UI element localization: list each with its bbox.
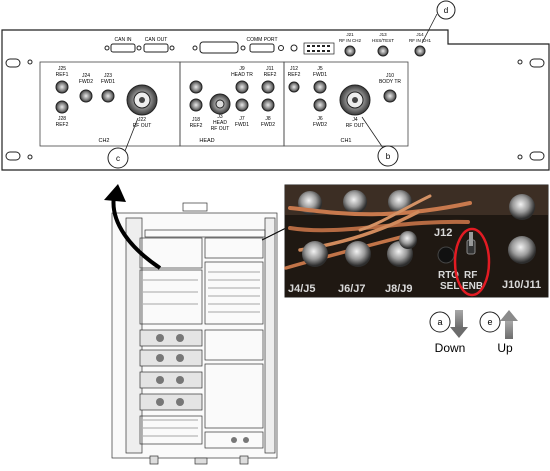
svg-text:J25: J25 bbox=[58, 66, 66, 72]
svg-text:J12: J12 bbox=[290, 66, 298, 72]
svg-text:J9: J9 bbox=[239, 66, 245, 72]
svg-text:J28: J28 bbox=[58, 116, 66, 122]
svg-text:HSS/TEST: HSS/TEST bbox=[372, 38, 394, 43]
svg-text:FWD1: FWD1 bbox=[235, 122, 249, 128]
svg-text:COMM PORT: COMM PORT bbox=[246, 37, 277, 43]
comm-port-connector: COMM PORT bbox=[246, 37, 298, 53]
svg-text:a: a bbox=[437, 317, 442, 327]
svg-text:REF2: REF2 bbox=[190, 123, 203, 129]
callout-d: d bbox=[421, 0, 456, 44]
svg-text:J14: J14 bbox=[416, 32, 424, 37]
callout-c: c bbox=[107, 117, 139, 169]
svg-text:J4: J4 bbox=[352, 117, 358, 123]
svg-text:J11: J11 bbox=[266, 66, 274, 72]
svg-text:RF OUT: RF OUT bbox=[211, 126, 230, 132]
svg-text:CAN OUT: CAN OUT bbox=[145, 37, 168, 43]
j14-connector: J14 RF IN CH1 bbox=[409, 32, 431, 57]
head-section: J18 REF2 J3 HEAD RF OUT J9 HEAD TR J7 FW… bbox=[189, 66, 275, 144]
j13-connector: J13 HSS/TEST bbox=[372, 32, 394, 57]
svg-text:RF IN CH1: RF IN CH1 bbox=[409, 38, 431, 43]
svg-text:e: e bbox=[487, 317, 492, 327]
svg-text:J21: J21 bbox=[346, 32, 354, 37]
led-array bbox=[303, 42, 335, 55]
up-label: Up bbox=[497, 341, 513, 355]
svg-text:J24: J24 bbox=[82, 73, 90, 79]
svg-text:RTO: RTO bbox=[438, 270, 459, 281]
svg-text:J5: J5 bbox=[317, 66, 323, 72]
ch1-section: J11 REF2 J12 REF2 J5 FWD1 J6 FWD2 J4 RF … bbox=[264, 66, 402, 144]
svg-text:J18: J18 bbox=[192, 117, 200, 123]
svg-text:J4/J5: J4/J5 bbox=[288, 283, 316, 295]
svg-text:J10/J11: J10/J11 bbox=[502, 279, 541, 291]
svg-text:HEAD: HEAD bbox=[213, 120, 227, 126]
svg-text:J7: J7 bbox=[239, 116, 245, 122]
svg-text:REF2: REF2 bbox=[264, 72, 277, 78]
svg-text:FWD2: FWD2 bbox=[313, 122, 327, 128]
svg-text:REF1: REF1 bbox=[56, 72, 69, 78]
svg-text:J3: J3 bbox=[217, 114, 223, 120]
svg-text:FWD1: FWD1 bbox=[313, 72, 327, 78]
down-indicator: a Down bbox=[429, 310, 468, 355]
photo-inset: J4/J5 J6/J7 J8/J9 J10/J11 J12 RTO SEL RF… bbox=[284, 184, 549, 298]
cabinet-drawing bbox=[111, 202, 278, 465]
db25-connector bbox=[192, 41, 246, 54]
svg-text:FWD2: FWD2 bbox=[79, 79, 93, 85]
callout-b: b bbox=[361, 116, 399, 167]
svg-text:J8: J8 bbox=[265, 116, 271, 122]
svg-text:REF2: REF2 bbox=[288, 72, 301, 78]
svg-text:J22: J22 bbox=[138, 117, 146, 123]
rf-enable-highlight bbox=[453, 227, 491, 297]
svg-text:c: c bbox=[116, 154, 120, 163]
svg-text:J6/J7: J6/J7 bbox=[338, 283, 366, 295]
rear-panel: CAN IN CAN OUT COMM PORT J21 bbox=[1, 29, 550, 171]
svg-text:CAN IN: CAN IN bbox=[115, 37, 132, 43]
ch2-label: CH2 bbox=[98, 138, 109, 144]
svg-text:J23: J23 bbox=[104, 73, 112, 79]
svg-text:J6: J6 bbox=[317, 116, 323, 122]
svg-text:RF IN CH2: RF IN CH2 bbox=[339, 38, 361, 43]
svg-text:J10: J10 bbox=[386, 73, 394, 79]
svg-text:b: b bbox=[386, 152, 391, 161]
ch1-label: CH1 bbox=[340, 138, 351, 144]
svg-text:RF OUT: RF OUT bbox=[133, 123, 152, 129]
svg-text:BODY TR: BODY TR bbox=[379, 79, 401, 85]
svg-text:J8/J9: J8/J9 bbox=[385, 283, 413, 295]
svg-text:REF2: REF2 bbox=[56, 122, 69, 128]
pointer-arrow bbox=[104, 184, 162, 270]
j21-connector: J21 RF IN CH2 bbox=[339, 32, 361, 57]
svg-text:HEAD TR: HEAD TR bbox=[231, 72, 253, 78]
head-label: HEAD bbox=[199, 138, 214, 144]
svg-text:J12: J12 bbox=[434, 227, 452, 239]
svg-text:RF OUT: RF OUT bbox=[346, 123, 365, 129]
can-in-connector: CAN IN bbox=[104, 37, 142, 53]
svg-text:FWD1: FWD1 bbox=[101, 79, 115, 85]
can-out-connector: CAN OUT bbox=[143, 37, 175, 53]
down-label: Down bbox=[435, 341, 466, 355]
ch2-section: J25 REF1 J28 REF2 J24 FWD2 J23 FWD1 J22 … bbox=[55, 66, 158, 144]
svg-text:RF: RF bbox=[464, 270, 477, 281]
up-indicator: e Up bbox=[479, 310, 518, 355]
svg-text:ENB: ENB bbox=[462, 281, 483, 292]
svg-text:J13: J13 bbox=[379, 32, 387, 37]
svg-text:FWD2: FWD2 bbox=[261, 122, 275, 128]
svg-text:d: d bbox=[444, 6, 448, 15]
svg-text:SEL: SEL bbox=[440, 281, 459, 292]
